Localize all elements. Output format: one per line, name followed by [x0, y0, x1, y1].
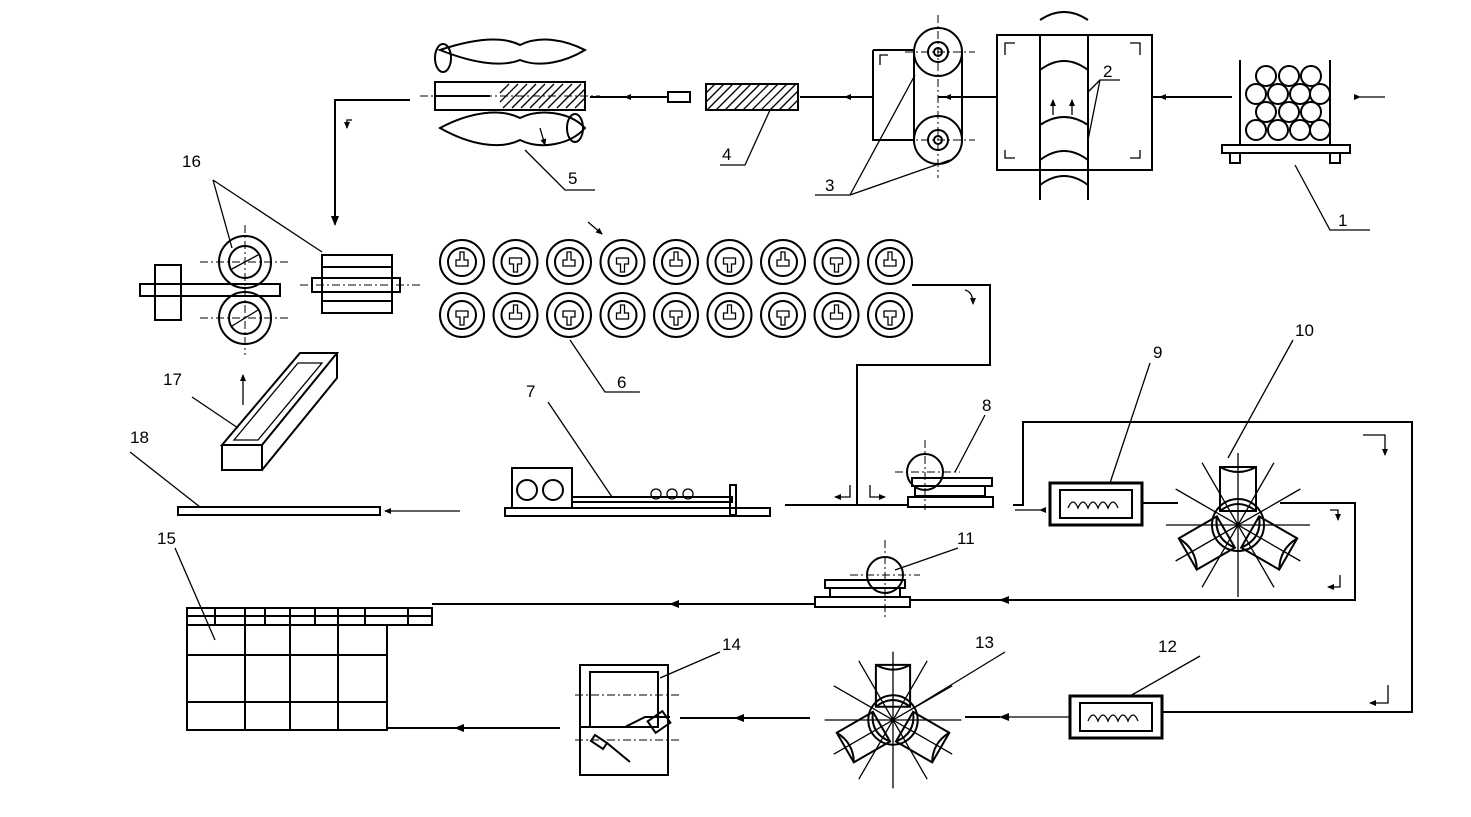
- mill-stand: [546, 239, 592, 285]
- mill-stand: [492, 239, 539, 285]
- inspection-marking-14: [575, 651, 721, 776]
- mill-stand: [439, 292, 485, 338]
- label-4: 4: [722, 145, 731, 164]
- billet: [1245, 119, 1267, 141]
- label-8: 8: [982, 396, 991, 415]
- mill-stand: [706, 239, 753, 285]
- label-12: 12: [1158, 637, 1177, 656]
- label-11: 11: [957, 529, 975, 548]
- label-2: 2: [1103, 62, 1112, 81]
- label-3: 3: [825, 176, 834, 195]
- billet: [1289, 119, 1311, 141]
- cold-saw-11: [814, 540, 959, 620]
- label-9: 9: [1153, 343, 1162, 362]
- furnace-stand: [996, 11, 1153, 200]
- reheating-furnace-9: [1015, 362, 1151, 527]
- label-18: 18: [130, 428, 149, 447]
- billet: [1300, 65, 1322, 87]
- mill-stand: [813, 239, 860, 285]
- mill-stand: [760, 292, 806, 338]
- cut-off-bench: [504, 401, 771, 517]
- mill-stand: [706, 292, 753, 338]
- mill-stand: [492, 292, 539, 338]
- billet: [1309, 83, 1331, 105]
- cooling-trough: [191, 352, 340, 471]
- mill-stand: [599, 239, 646, 285]
- mill-stand: [439, 239, 485, 285]
- billet-rack: [1221, 60, 1385, 164]
- mill-stand: [760, 239, 806, 285]
- label-14: 14: [722, 635, 741, 654]
- stretch-reducing-mill-10: [1166, 339, 1310, 597]
- billet: [1245, 83, 1267, 105]
- finished-tube: [129, 451, 460, 516]
- billet: [1255, 101, 1277, 123]
- product-storage-15: [174, 547, 433, 731]
- billet: [1278, 101, 1300, 123]
- billet: [1255, 65, 1277, 87]
- mill-stand: [867, 292, 913, 338]
- billet: [1300, 101, 1322, 123]
- mandrel-extractor: [139, 179, 420, 355]
- billet: [1289, 83, 1311, 105]
- sizing-mill-13: [824, 651, 1006, 789]
- leader-lines: [524, 74, 1370, 393]
- label-5: 5: [568, 169, 577, 188]
- billet: [1267, 119, 1289, 141]
- hollow-billet: [667, 83, 799, 111]
- continuous-mill-stands: [439, 239, 913, 338]
- mill-stand: [867, 239, 913, 285]
- flying-saw: [895, 414, 994, 510]
- label-6: 6: [617, 373, 626, 392]
- label-16: 16: [182, 152, 201, 171]
- label-1: 1: [1338, 211, 1347, 230]
- billet: [1267, 83, 1289, 105]
- label-7: 7: [526, 382, 535, 401]
- label-17: 17: [163, 370, 182, 389]
- label-15: 15: [157, 529, 176, 548]
- mill-stand: [599, 292, 646, 338]
- mill-stand: [546, 292, 592, 338]
- mill-stand: [653, 292, 699, 338]
- label-10: 10: [1295, 321, 1314, 340]
- part-number-labels: 1 2 3 4 5 6 7 8 9 10 11 12 13 14 15 16 1…: [130, 62, 1347, 656]
- billet: [1278, 65, 1300, 87]
- billet: [1309, 119, 1331, 141]
- cross-roll-piercer: [420, 38, 600, 147]
- reheating-furnace-12: [1068, 655, 1201, 740]
- mill-stand: [813, 292, 860, 338]
- mill-stand: [653, 239, 699, 285]
- label-13: 13: [975, 633, 994, 652]
- flow-lines: [331, 94, 1413, 732]
